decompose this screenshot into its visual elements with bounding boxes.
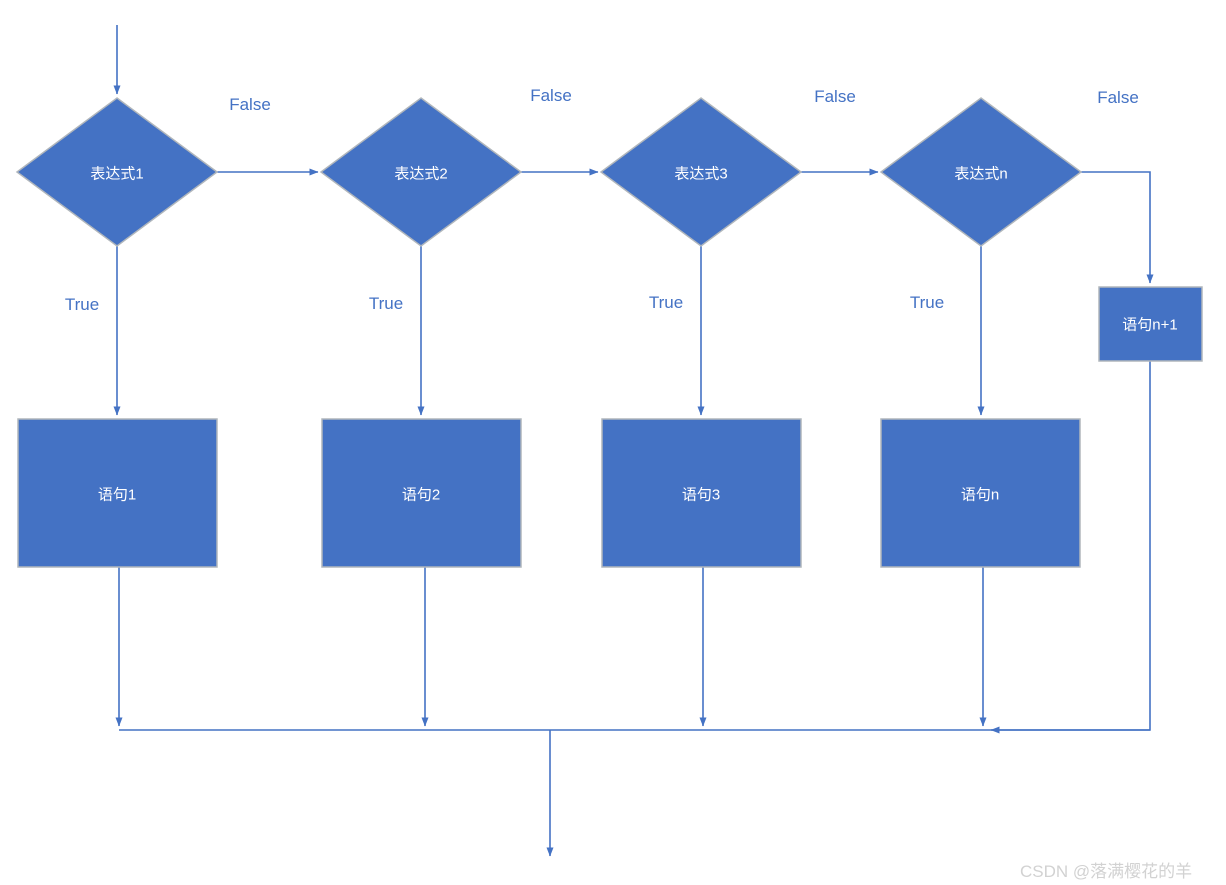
- process-shape-1: [17, 418, 218, 568]
- process-shape-n1: [1098, 286, 1203, 362]
- decision-label-2: 表达式2: [394, 165, 448, 183]
- true-label-2: True: [368, 294, 404, 313]
- decision-label-1: 表达式1: [90, 165, 144, 183]
- process-label-n: 语句n: [960, 486, 1000, 504]
- false-arrow-n: [1081, 171, 1154, 284]
- process-label-3: 语句3: [681, 486, 721, 504]
- false-label-2: False: [530, 86, 572, 105]
- process-shape-3: [601, 418, 802, 568]
- false-label-n: False: [1097, 88, 1139, 107]
- true-label-3: True: [648, 293, 684, 312]
- false-label-3: False: [814, 87, 856, 106]
- true-label-n: True: [909, 293, 945, 312]
- decision-shape-2: [319, 97, 523, 247]
- process-label-n1: 语句n+1: [1122, 316, 1178, 334]
- process-shape-n: [880, 418, 1081, 568]
- csdn-watermark: CSDN @落满樱花的羊: [1020, 862, 1193, 881]
- decision-shape-3: [599, 97, 803, 247]
- process-label-1: 语句1: [97, 486, 137, 504]
- decision-label-3: 表达式3: [674, 165, 728, 183]
- decision-shape-n: [879, 97, 1083, 247]
- true-label-1: True: [64, 295, 100, 314]
- decision-label-n: 表达式n: [954, 165, 1008, 183]
- process-label-2: 语句2: [401, 486, 441, 504]
- decision-shape-1: [15, 97, 219, 247]
- process-shape-2: [321, 418, 522, 568]
- false-label-1: False: [229, 95, 271, 114]
